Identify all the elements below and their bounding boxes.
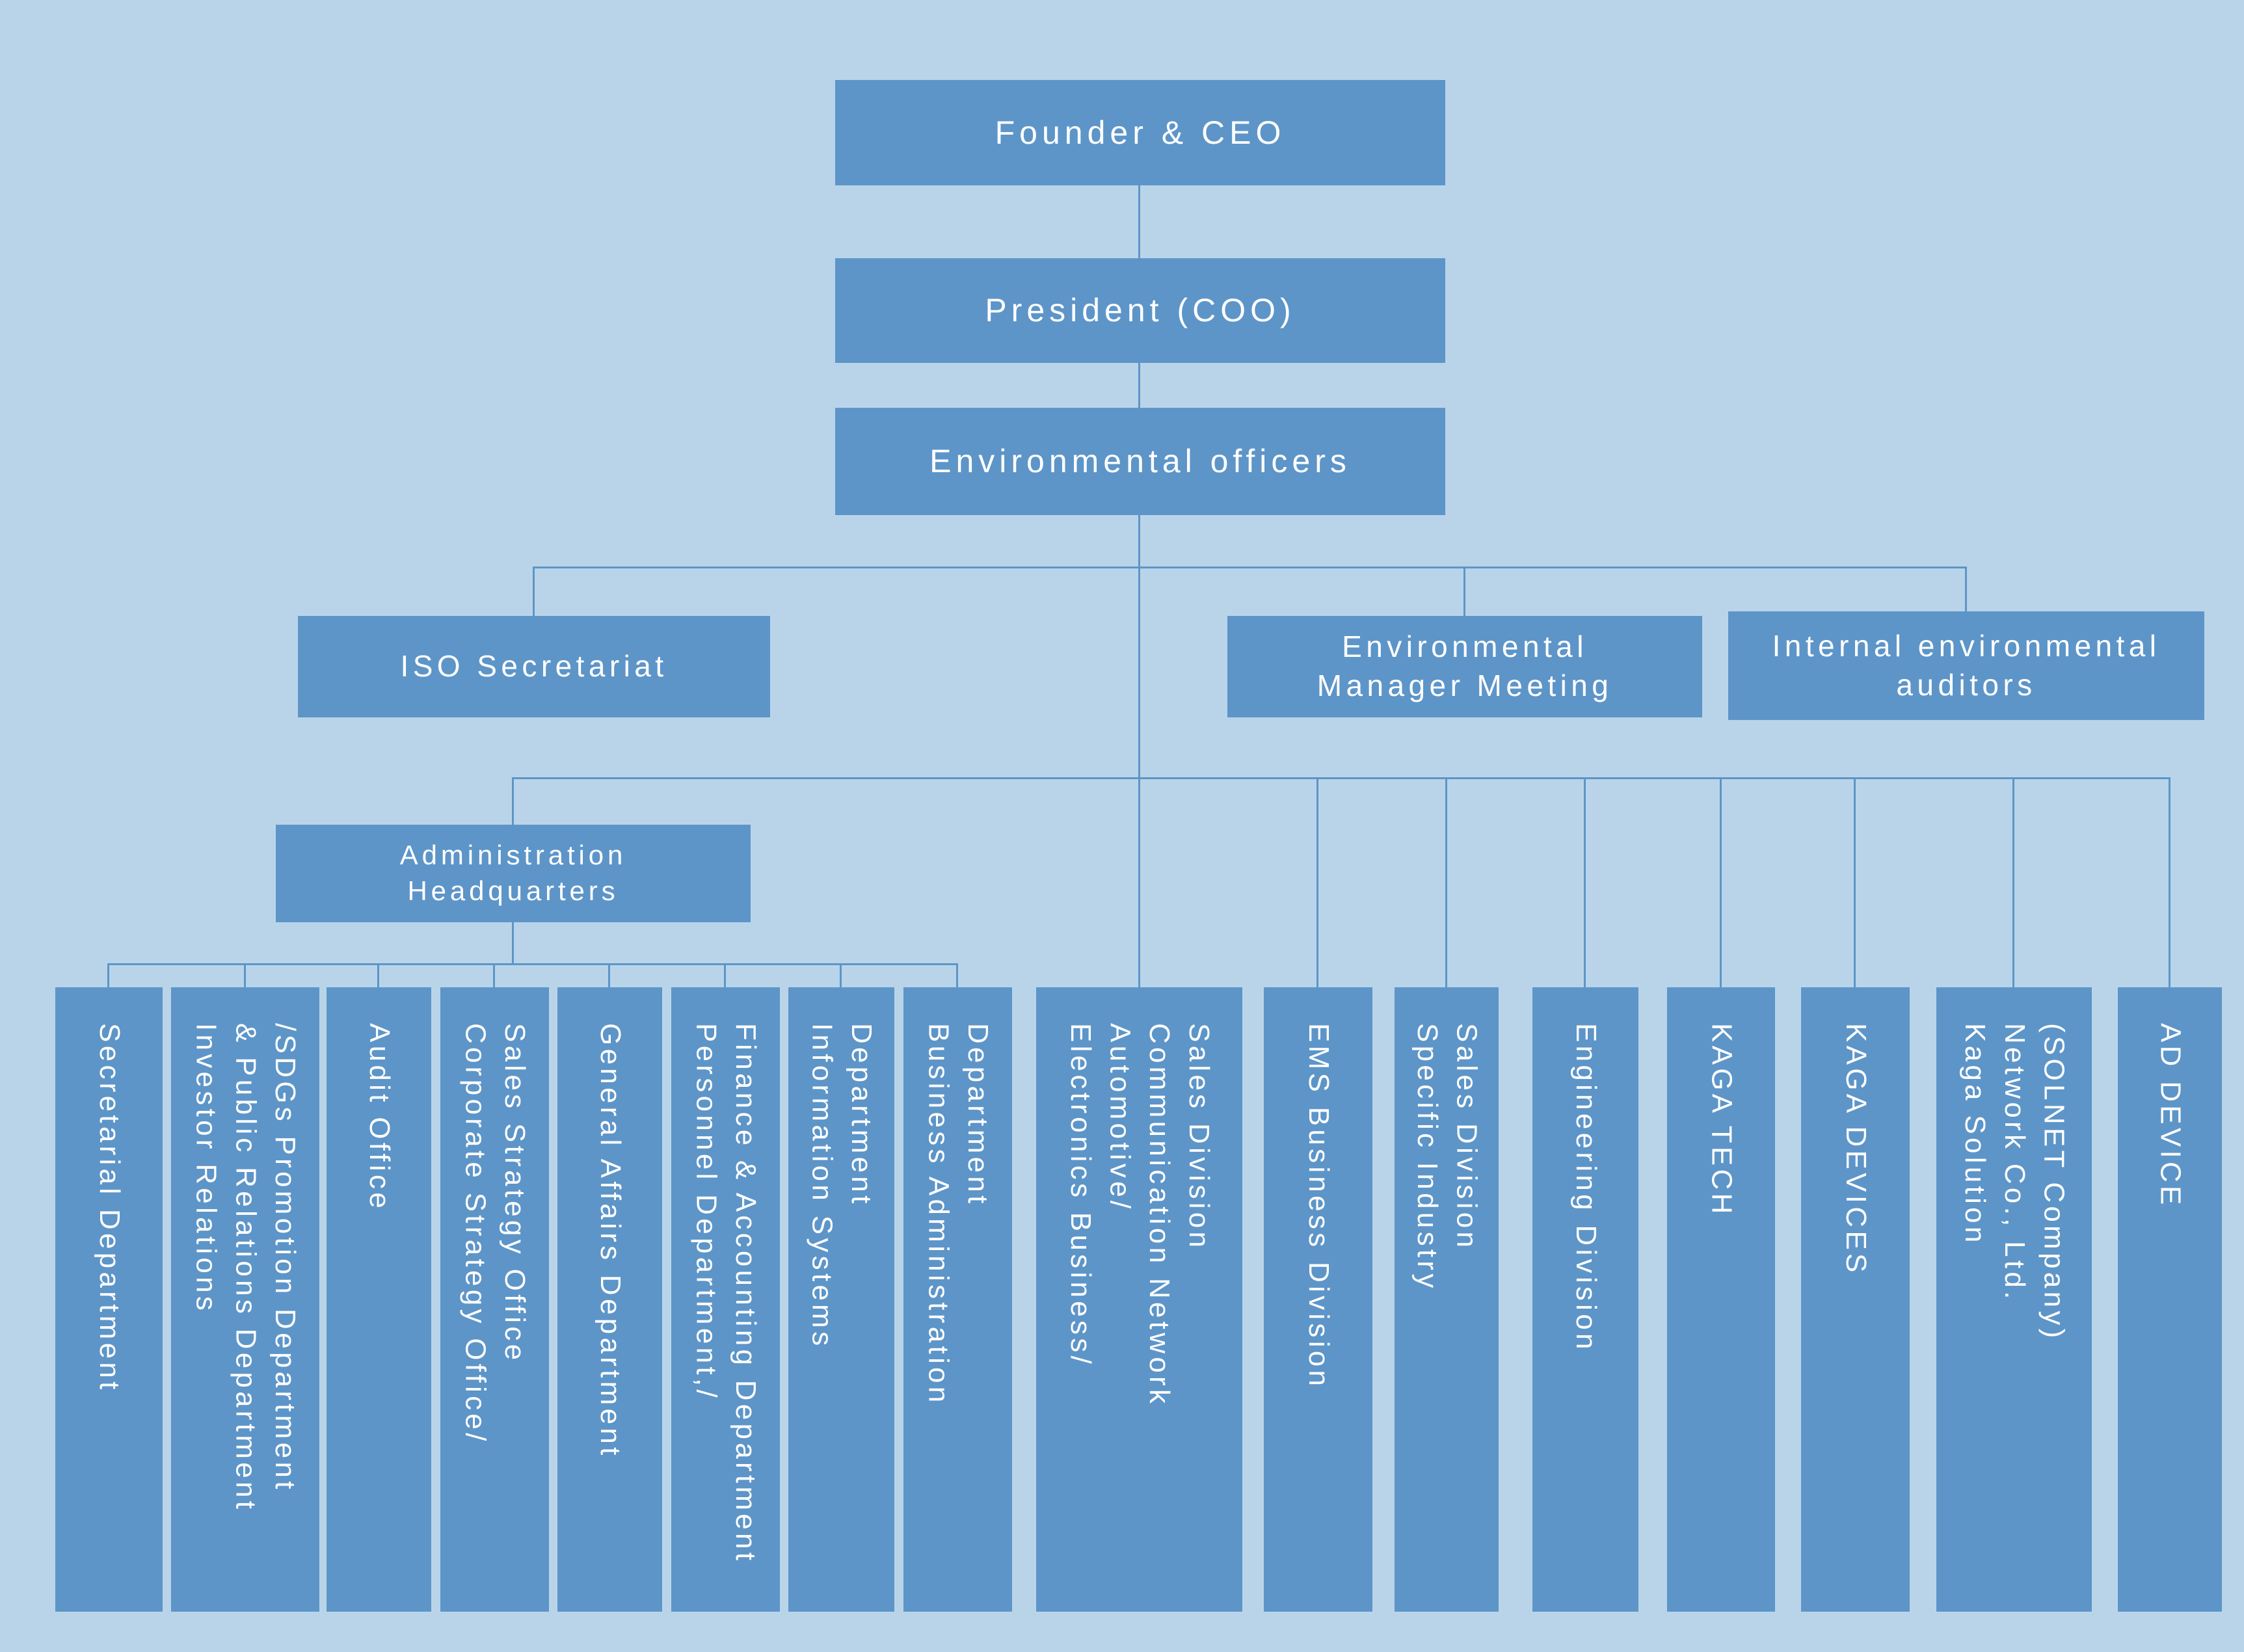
div-engineering: Engineering Division [1532, 987, 1638, 1612]
dept-business-administration: Business Administration Department [903, 987, 1012, 1612]
connector [109, 963, 957, 965]
node-administration-headquarters: Administration Headquarters [276, 825, 751, 922]
div-electronics-automotive-network-sales: Electronics Business/ Automotive/ Commun… [1036, 987, 1242, 1612]
dept-general-affairs-label: General Affairs Department [594, 1023, 626, 1459]
connector [2169, 777, 2171, 987]
connector [533, 566, 535, 616]
connector [493, 963, 495, 987]
connector [1316, 777, 1318, 987]
dept-corporate-sales-strategy: Corporate Strategy Office/ Sales Strateg… [440, 987, 549, 1612]
node-iso-secretariat: ISO Secretariat [298, 616, 770, 717]
div-kaga-devices: KAGA DEVICES [1801, 987, 1910, 1612]
connector [244, 963, 246, 987]
connector [1965, 566, 1967, 611]
div-electronics-automotive-network-sales-label: Electronics Business/ Automotive/ Commun… [1064, 1023, 1215, 1407]
node-environmental-officers-label: Environmental officers [929, 443, 1351, 479]
connector [512, 777, 514, 825]
connector [513, 777, 2170, 779]
div-specific-industry-sales-label: Specific Industry Sales Division [1411, 1023, 1483, 1292]
div-specific-industry-sales: Specific Industry Sales Division [1395, 987, 1499, 1612]
div-kaga-solution-network: Kaga Solution Network Co., Ltd. (SOLNET … [1936, 987, 2092, 1612]
connector [1445, 777, 1447, 987]
div-ems-business-label: EMS Business Division [1302, 1023, 1335, 1390]
node-president-coo: President (COO) [835, 258, 1445, 363]
connector [1138, 185, 1140, 258]
dept-audit-office-label: Audit Office [363, 1023, 395, 1212]
connector [534, 566, 1966, 568]
connector [840, 963, 842, 987]
connector [512, 922, 514, 963]
connector [107, 963, 109, 987]
connector [1854, 777, 1856, 987]
node-environmental-manager-meeting-label: Environmental Manager Meeting [1316, 630, 1613, 702]
node-founder-ceo-label: Founder & CEO [995, 114, 1286, 151]
connector [956, 963, 958, 987]
connector [608, 963, 610, 987]
dept-secretarial: Secretarial Department [55, 987, 163, 1612]
node-environmental-officers: Environmental officers [835, 408, 1445, 515]
connector [1138, 777, 1140, 987]
div-ad-device-label: AD DEVICE [2154, 1023, 2187, 1208]
node-iso-secretariat-label: ISO Secretariat [400, 649, 668, 684]
node-internal-environmental-auditors-label: Internal environmental auditors [1772, 628, 2161, 702]
connector [1463, 566, 1465, 616]
div-ems-business: EMS Business Division [1264, 987, 1372, 1612]
div-kaga-devices-label: KAGA DEVICES [1839, 1023, 1872, 1276]
div-kaga-tech-label: KAGA TECH [1705, 1023, 1738, 1218]
div-kaga-solution-network-label: Kaga Solution Network Co., Ltd. (SOLNET … [1959, 1023, 2070, 1342]
node-environmental-manager-meeting: Environmental Manager Meeting [1227, 616, 1702, 717]
connector [377, 963, 379, 987]
node-founder-ceo: Founder & CEO [835, 80, 1445, 185]
dept-personnel-finance-accounting-label: Personnel Department,/ Finance & Account… [690, 1023, 762, 1564]
dept-investor-public-relations-sdgs-label: Investor Relations & Public Relations De… [190, 1023, 302, 1513]
connector [1138, 362, 1140, 408]
dept-audit-office: Audit Office [327, 987, 431, 1612]
connector [724, 963, 726, 987]
connector [1138, 515, 1140, 777]
node-administration-headquarters-label: Administration Headquarters [399, 840, 627, 906]
connector [1584, 777, 1586, 987]
connector [2012, 777, 2014, 987]
connector [1720, 777, 1722, 987]
div-engineering-label: Engineering Division [1569, 1023, 1602, 1353]
dept-investor-public-relations-sdgs: Investor Relations & Public Relations De… [171, 987, 319, 1612]
div-ad-device: AD DEVICE [2118, 987, 2222, 1612]
div-kaga-tech: KAGA TECH [1667, 987, 1775, 1612]
dept-business-administration-label: Business Administration Department [922, 1023, 995, 1406]
dept-information-systems-label: Information Systems Department [806, 1023, 878, 1350]
dept-personnel-finance-accounting: Personnel Department,/ Finance & Account… [671, 987, 780, 1612]
dept-general-affairs: General Affairs Department [557, 987, 662, 1612]
dept-secretarial-label: Secretarial Department [93, 1023, 126, 1393]
dept-corporate-sales-strategy-label: Corporate Strategy Office/ Sales Strateg… [459, 1023, 531, 1445]
node-president-coo-label: President (COO) [985, 292, 1296, 328]
dept-information-systems: Information Systems Department [788, 987, 894, 1612]
node-internal-environmental-auditors: Internal environmental auditors [1728, 611, 2204, 720]
